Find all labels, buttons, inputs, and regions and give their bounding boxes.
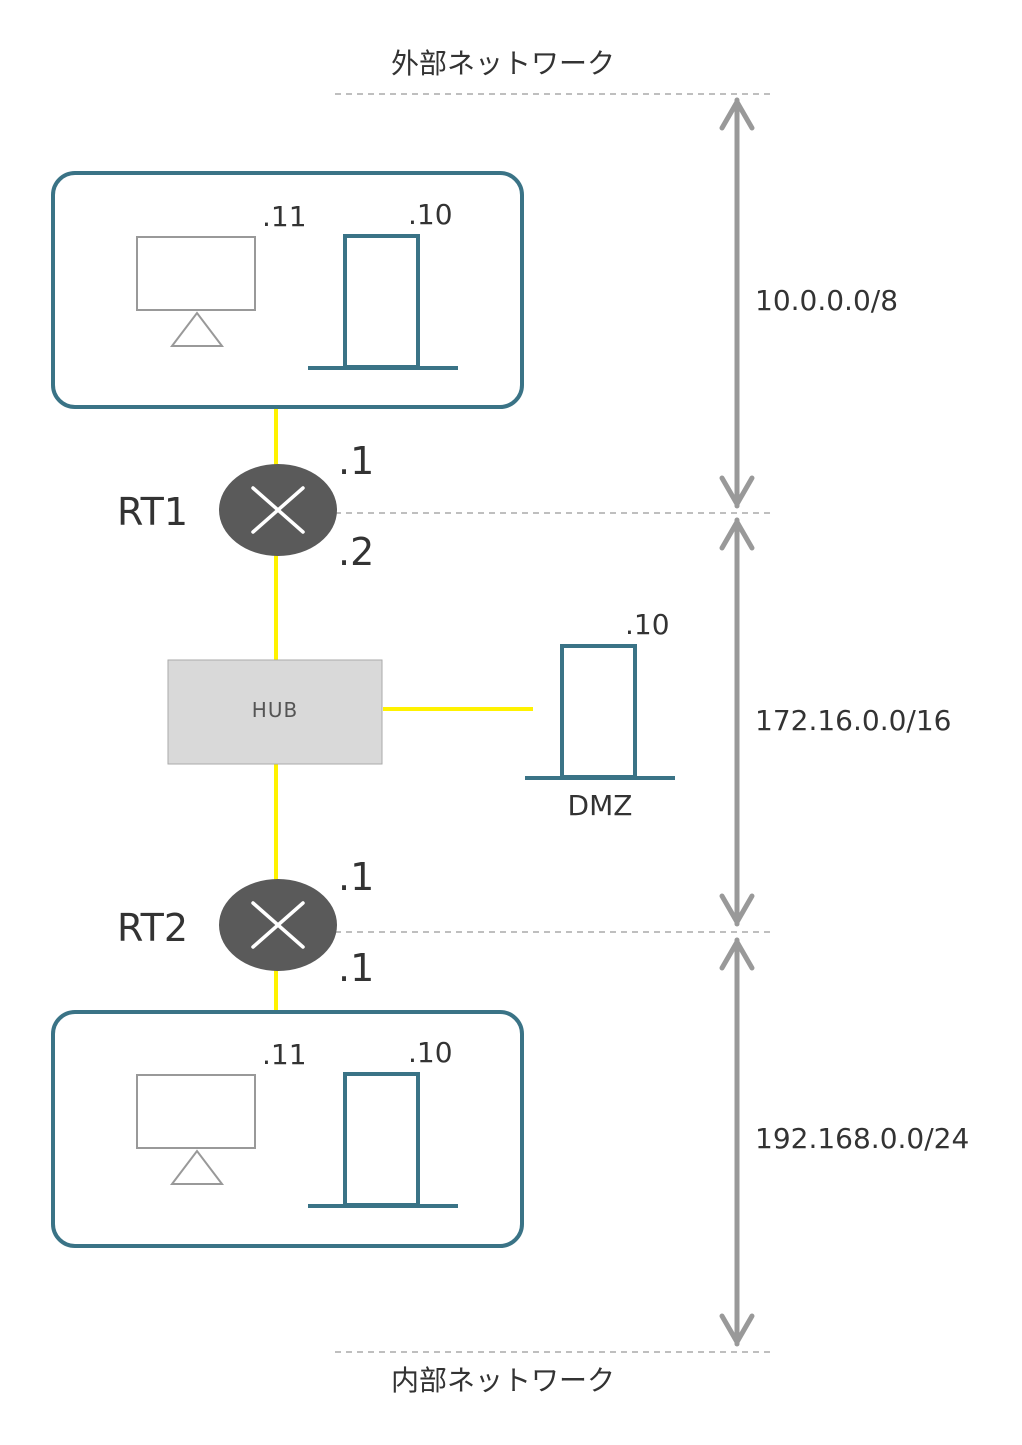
internal-subnet-label: 192.168.0.0/24 — [755, 1122, 969, 1155]
internal-client-addr: .11 — [262, 1038, 307, 1071]
network-links — [274, 408, 533, 1012]
hub-box — [167, 659, 383, 765]
router-rt2 — [219, 879, 337, 971]
dmz-label: DMZ — [568, 789, 633, 822]
router-rt1-lower-addr: .2 — [338, 530, 374, 574]
router-rt1-upper-addr: .1 — [338, 439, 374, 483]
router-rt2-lower-addr: .1 — [338, 946, 374, 990]
hub: HUB — [167, 659, 383, 765]
internal-client-icon — [136, 1074, 256, 1185]
internal-server-addr: .10 — [408, 1036, 453, 1069]
router-rt2-upper-addr: .1 — [338, 855, 374, 899]
router-rt1 — [219, 464, 337, 556]
router-rt1-label: RT1 — [117, 490, 188, 534]
router-rt2-label: RT2 — [117, 906, 188, 950]
external-segment-box — [51, 171, 524, 409]
range-arrow-dmz — [719, 517, 755, 927]
internal-network-label: 内部ネットワーク — [391, 1364, 615, 1397]
internal-server-icon — [308, 1072, 458, 1208]
dmz-server: .10 DMZ — [525, 608, 675, 822]
range-arrow-external — [719, 97, 755, 509]
dmz-subnet-label: 172.16.0.0/16 — [755, 704, 951, 737]
router-rt1-cross-icon — [251, 486, 305, 534]
external-server-addr: .10 — [408, 198, 453, 231]
internal-segment-box — [51, 1010, 524, 1248]
internal-segment: .11 .10 — [51, 1010, 524, 1248]
hub-label: HUB — [252, 698, 298, 722]
dmz-server-icon — [525, 644, 675, 780]
external-subnet-label: 10.0.0.0/8 — [755, 284, 898, 317]
external-network-label: 外部ネットワーク — [391, 47, 615, 80]
dmz-server-addr: .10 — [625, 608, 670, 641]
range-arrow-internal — [719, 937, 755, 1347]
external-client-addr: .11 — [262, 200, 307, 233]
external-segment: .11 .10 — [51, 171, 524, 409]
router-rt2-cross-icon — [251, 901, 305, 949]
external-server-icon — [308, 234, 458, 370]
external-client-icon — [136, 236, 256, 347]
